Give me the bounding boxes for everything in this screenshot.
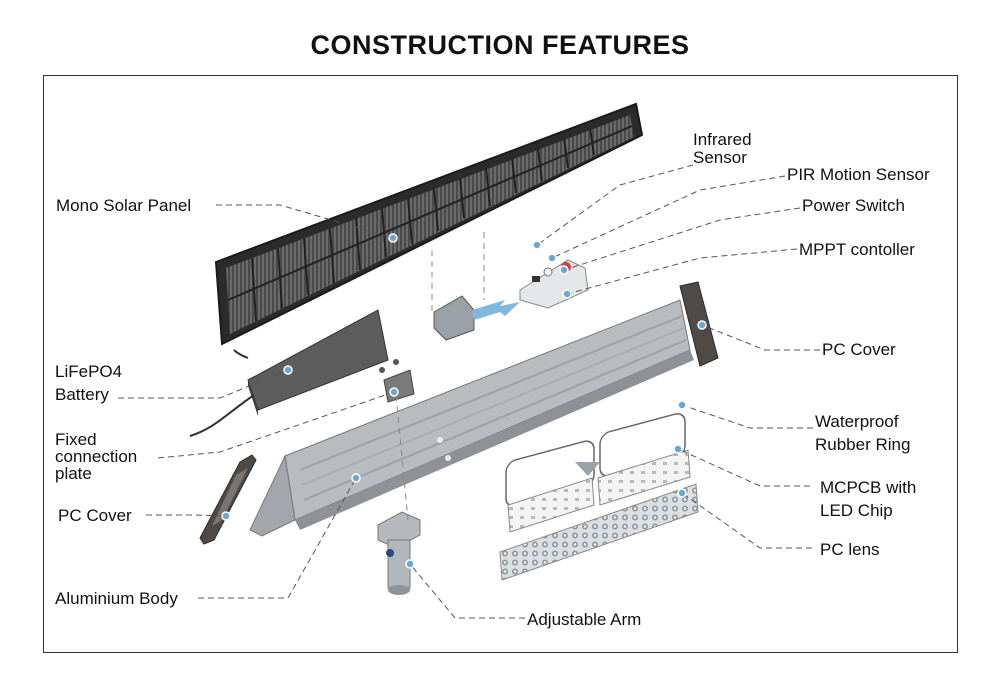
- adjustable-arm: [377, 511, 421, 595]
- label-pc-cover-right: PC Cover: [822, 340, 896, 359]
- pc-cover-left: [199, 454, 257, 545]
- label-fixed-plate-line2: connection: [55, 447, 138, 466]
- label-fixed-plate-line3: plate: [55, 464, 92, 483]
- pc-lens-strip: [499, 483, 699, 581]
- label-pc-lens: PC lens: [820, 540, 880, 559]
- leader-lines: [118, 164, 820, 619]
- solar-panel: [214, 102, 644, 346]
- label-mcpcb-line1: MCPCB with: [820, 478, 917, 497]
- guide-lines: [395, 232, 485, 521]
- page-title: CONSTRUCTION FEATURES: [310, 30, 690, 60]
- controller-box: [433, 295, 520, 341]
- label-infrared-sensor-line1: Infrared: [693, 130, 752, 149]
- battery: [189, 309, 389, 437]
- label-lifepo4-line1: LiFePO4: [55, 362, 123, 381]
- mcpcb-boards: [507, 449, 691, 533]
- aluminium-body: [249, 299, 694, 537]
- label-lifepo4-line2: Battery: [55, 385, 109, 404]
- label-waterproof-line1: Waterproof: [815, 412, 899, 431]
- label-aluminium-body: Aluminium Body: [55, 589, 178, 608]
- sensor-module: [519, 259, 589, 309]
- label-pc-cover-left: PC Cover: [58, 506, 132, 525]
- diagram-frame: [43, 75, 958, 653]
- label-mppt-controller: MPPT contoller: [799, 240, 915, 259]
- label-adjustable-arm: Adjustable Arm: [527, 610, 642, 629]
- label-infrared-sensor-line2: Sensor: [693, 148, 747, 167]
- label-waterproof-line2: Rubber Ring: [815, 435, 911, 454]
- label-power-switch: Power Switch: [802, 196, 905, 215]
- label-pir-motion-sensor: PIR Motion Sensor: [787, 165, 930, 184]
- label-fixed-plate-line1: Fixed: [55, 430, 97, 449]
- label-mono-solar-panel: Mono Solar Panel: [56, 196, 192, 215]
- label-mcpcb-line2: LED Chip: [820, 501, 893, 520]
- callout-markers: [221, 233, 707, 569]
